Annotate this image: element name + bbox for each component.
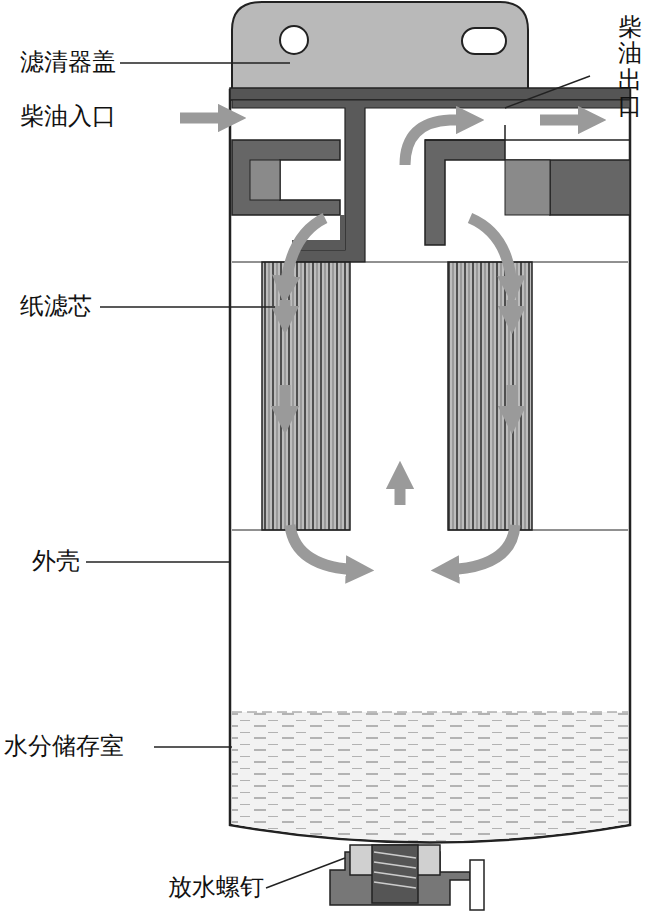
part-label: 纸滤芯 bbox=[20, 292, 92, 321]
part-label: 外壳 bbox=[32, 547, 80, 576]
part-label: 滤清器盖 bbox=[20, 48, 116, 77]
part-label: 柴油出口 bbox=[618, 14, 642, 120]
part-label: 放水螺钉 bbox=[168, 873, 264, 902]
part-label: 柴油入口 bbox=[20, 102, 116, 131]
part-label: 水分储存室 bbox=[4, 732, 124, 761]
